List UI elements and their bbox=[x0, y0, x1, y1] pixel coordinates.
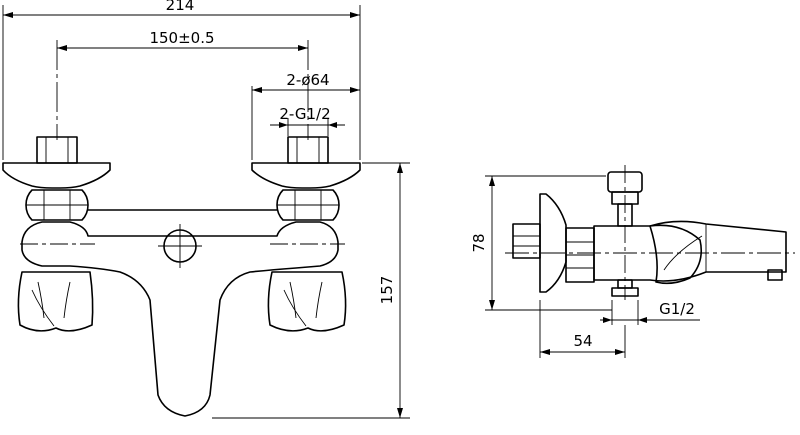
overall-width-label: 214 bbox=[166, 0, 195, 14]
flange-diameter-label: 2-ø64 bbox=[286, 71, 329, 89]
inlet-thread-label: 2-G1/2 bbox=[279, 105, 330, 123]
dimension-flange-diameter: 2-ø64 bbox=[251, 71, 360, 160]
total-height-label: 157 bbox=[378, 276, 396, 305]
left-inlet-fitting bbox=[2, 136, 111, 221]
side-hex-nut bbox=[565, 227, 595, 283]
front-view: 214 150±0.5 2-ø64 2-G1/2 bbox=[2, 0, 410, 419]
dimension-total-height: 157 bbox=[212, 162, 410, 419]
left-handle bbox=[17, 271, 94, 332]
dimension-outlet-thread: G1/2 bbox=[600, 300, 700, 325]
outlet-thread-label: G1/2 bbox=[659, 300, 695, 318]
right-inlet-fitting bbox=[251, 136, 361, 221]
side-body-spout bbox=[593, 220, 787, 285]
dimension-inlet-thread: 2-G1/2 bbox=[270, 105, 345, 136]
right-handle bbox=[267, 271, 347, 332]
dimension-wall-projection: 54 bbox=[539, 300, 626, 358]
side-view: 78 G1/2 54 bbox=[470, 165, 795, 358]
center-distance-label: 150±0.5 bbox=[149, 29, 214, 47]
dimension-overall-width: 214 bbox=[2, 0, 361, 160]
dimension-side-height: 78 bbox=[470, 175, 612, 311]
side-height-label: 78 bbox=[470, 233, 488, 252]
side-center-lines bbox=[505, 165, 795, 300]
side-wall-flange bbox=[512, 193, 567, 293]
dimension-center-distance: 150±0.5 bbox=[57, 29, 308, 51]
wall-projection-label: 54 bbox=[573, 332, 592, 350]
